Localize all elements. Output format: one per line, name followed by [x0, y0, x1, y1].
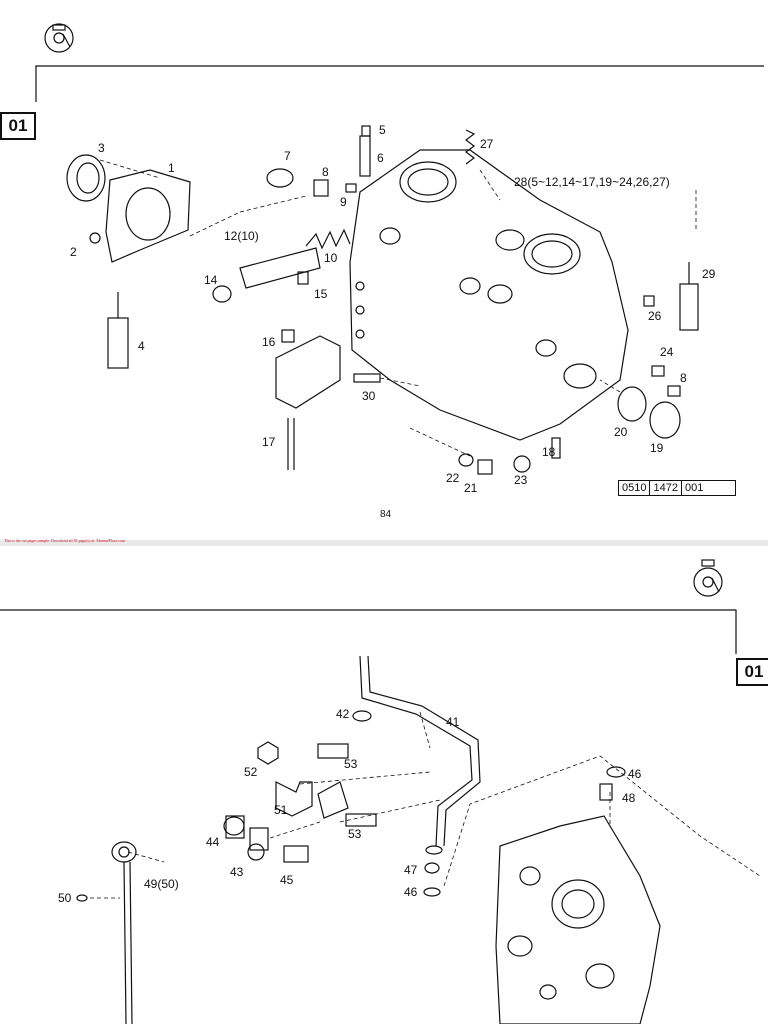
label-2: 2: [70, 245, 77, 259]
sample-notice: This is the cut pages sample. Download a…: [4, 538, 126, 543]
label-50: 50: [58, 891, 72, 905]
label-10: 10: [324, 251, 338, 265]
page-number: 84: [380, 509, 392, 520]
label-19: 19: [650, 441, 664, 455]
label-5: 5: [379, 123, 386, 137]
label-53b: 53: [348, 827, 362, 841]
section-number-page-2: 01: [736, 658, 768, 686]
label-46b: 46: [404, 885, 418, 899]
label-48: 48: [622, 791, 636, 805]
label-46a: 46: [628, 767, 642, 781]
label-7: 7: [284, 149, 291, 163]
diagram-page-1: 3 1 2 4 5 6 7 8 9 10 12(10) 14 15 16 17 …: [0, 23, 764, 520]
section-number-page-1: 01: [0, 112, 36, 140]
label-8: 8: [322, 165, 329, 179]
label-18: 18: [542, 445, 556, 459]
timing-cover-diagram: 41 42 43 44 45 46 46 47 48 49(50) 50 51 …: [0, 559, 761, 1024]
ref-part-3: 001: [684, 482, 704, 494]
label-4: 4: [138, 339, 145, 353]
label-44: 44: [206, 835, 220, 849]
label-20: 20: [614, 425, 628, 439]
label-15: 15: [314, 287, 328, 301]
label-47: 47: [404, 863, 418, 877]
label-45: 45: [280, 873, 294, 887]
label-24: 24: [660, 345, 674, 359]
label-26: 26: [648, 309, 662, 323]
label-53a: 53: [344, 757, 358, 771]
label-21: 21: [464, 481, 478, 495]
label-14: 14: [204, 273, 218, 287]
reference-number-box: 0510 1472 001: [618, 480, 736, 496]
label-16: 16: [262, 335, 276, 349]
label-52: 52: [244, 765, 258, 779]
engine-manual-icon-2: [693, 559, 723, 597]
label-12: 12(10): [224, 229, 259, 243]
label-28: 28(5~12,14~17,19~24,26,27): [514, 175, 670, 189]
label-17: 17: [262, 435, 276, 449]
label-1: 1: [168, 161, 175, 175]
engine-manual-icon: [44, 23, 74, 53]
label-8b: 8: [680, 371, 687, 385]
label-3: 3: [98, 141, 105, 155]
label-6: 6: [377, 151, 384, 165]
ref-part-1: 0510: [619, 481, 651, 495]
label-27: 27: [480, 137, 494, 151]
label-22: 22: [446, 471, 460, 485]
label-30: 30: [362, 389, 376, 403]
label-9: 9: [340, 195, 347, 209]
label-42: 42: [336, 707, 350, 721]
diagram-page-2: 41 42 43 44 45 46 46 47 48 49(50) 50 51 …: [0, 546, 768, 1024]
label-51: 51: [274, 803, 288, 817]
label-43: 43: [230, 865, 244, 879]
ref-part-2: 1472: [650, 481, 682, 495]
engine-block-diagram: 3 1 2 4 5 6 7 8 9 10 12(10) 14 15 16 17 …: [35, 23, 764, 495]
label-49: 49(50): [144, 877, 179, 891]
label-41: 41: [446, 715, 460, 729]
label-23: 23: [514, 473, 528, 487]
label-29: 29: [702, 267, 716, 281]
